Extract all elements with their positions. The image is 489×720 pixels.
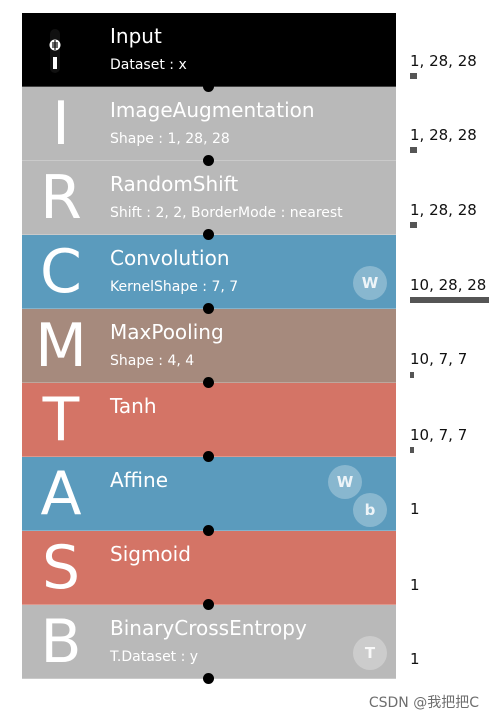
layer-name: Tanh bbox=[110, 394, 157, 418]
connector-dot[interactable] bbox=[203, 229, 214, 240]
layer-param: KernelShape : 7, 7 bbox=[110, 279, 239, 295]
input-icon bbox=[49, 29, 61, 73]
layer-letter: I bbox=[52, 89, 70, 159]
layer-letter: S bbox=[41, 533, 81, 603]
layer-name: MaxPooling bbox=[110, 320, 224, 344]
output-shape-label: 10, 7, 7 bbox=[410, 426, 468, 444]
layer-random-shift[interactable]: R RandomShift Shift : 2, 2, BorderMode :… bbox=[22, 161, 396, 240]
layer-name: Affine bbox=[110, 468, 168, 492]
weight-badge[interactable]: W bbox=[353, 266, 387, 300]
output-shape-label: 1, 28, 28 bbox=[410, 201, 477, 219]
layer-param: Shape : 1, 28, 28 bbox=[110, 131, 230, 147]
output-shape-label: 1, 28, 28 bbox=[410, 126, 477, 144]
layer-letter: M bbox=[35, 311, 87, 381]
output-shape-label: 1 bbox=[410, 576, 420, 594]
output-shape-label: 10, 28, 28 bbox=[410, 276, 487, 294]
layer-name: RandomShift bbox=[110, 172, 239, 196]
connector-dot[interactable] bbox=[203, 155, 214, 166]
layer-letter: R bbox=[40, 163, 82, 233]
layer-binary-cross-entropy[interactable]: B BinaryCrossEntropy T.Dataset : y T bbox=[22, 605, 396, 684]
connector-dot[interactable] bbox=[203, 599, 214, 610]
output-shape-bar bbox=[410, 372, 414, 378]
layer-sigmoid[interactable]: S Sigmoid bbox=[22, 531, 396, 610]
layer-input[interactable]: Input Dataset : x bbox=[22, 13, 396, 92]
layer-affine[interactable]: A Affine W b bbox=[22, 457, 396, 536]
connector-dot[interactable] bbox=[203, 81, 214, 92]
output-shape-label: 1, 28, 28 bbox=[410, 52, 477, 70]
output-shape-bar bbox=[410, 297, 489, 303]
layer-image-augmentation[interactable]: I ImageAugmentation Shape : 1, 28, 28 bbox=[22, 87, 396, 166]
layer-param: T.Dataset : y bbox=[110, 649, 199, 665]
layer-tanh[interactable]: T Tanh bbox=[22, 383, 396, 462]
connector-dot[interactable] bbox=[203, 303, 214, 314]
layer-name: ImageAugmentation bbox=[110, 98, 315, 122]
output-shape-bar bbox=[410, 147, 417, 153]
network-graph: Input Dataset : x I ImageAugmentation Sh… bbox=[22, 13, 396, 684]
connector-dot[interactable] bbox=[203, 451, 214, 462]
layer-name: Convolution bbox=[110, 246, 230, 270]
connector-dot[interactable] bbox=[203, 673, 214, 684]
layer-letter: T bbox=[42, 385, 80, 455]
output-shape-bar bbox=[410, 73, 417, 79]
layer-max-pooling[interactable]: M MaxPooling Shape : 4, 4 bbox=[22, 309, 396, 388]
output-shape-bar bbox=[410, 222, 417, 228]
layer-convolution[interactable]: C Convolution KernelShape : 7, 7 W bbox=[22, 235, 396, 314]
watermark: CSDN @我把把C bbox=[368, 695, 479, 711]
target-badge[interactable]: T bbox=[353, 636, 387, 670]
layer-param: Shape : 4, 4 bbox=[110, 353, 195, 369]
layer-letter: C bbox=[40, 237, 82, 307]
layer-param: Shift : 2, 2, BorderMode : nearest bbox=[110, 205, 343, 221]
connector-dot[interactable] bbox=[203, 525, 214, 536]
output-shape-label: 1 bbox=[410, 650, 420, 668]
output-shape-label: 1 bbox=[410, 500, 420, 518]
layer-name: Sigmoid bbox=[110, 542, 191, 566]
layer-letter: B bbox=[40, 607, 82, 677]
layer-letter: A bbox=[40, 459, 82, 529]
layer-name: Input bbox=[110, 24, 162, 48]
weight-badge[interactable]: W bbox=[328, 465, 362, 499]
output-shape-bar bbox=[410, 447, 414, 453]
layer-param: Dataset : x bbox=[110, 57, 187, 73]
bias-badge[interactable]: b bbox=[353, 493, 387, 527]
layer-name: BinaryCrossEntropy bbox=[110, 616, 307, 640]
output-shape-label: 10, 7, 7 bbox=[410, 350, 468, 368]
connector-dot[interactable] bbox=[203, 377, 214, 388]
